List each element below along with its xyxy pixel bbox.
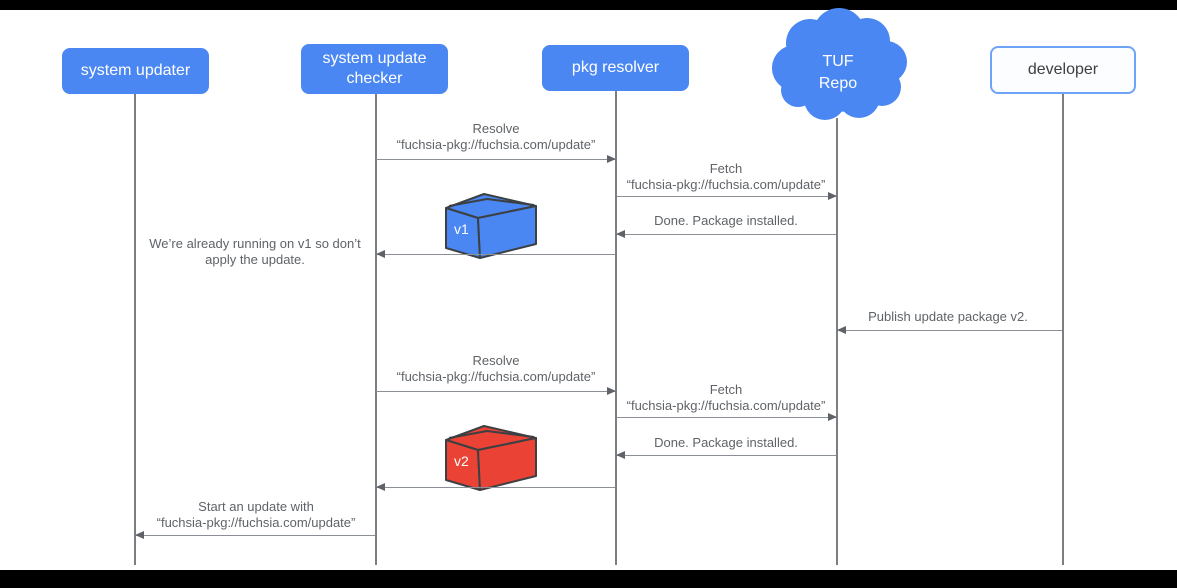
arrowhead-left-icon — [376, 483, 385, 492]
arrowhead-left-icon — [616, 451, 625, 460]
package-seam-line — [448, 430, 535, 439]
message-10-label: Start an update with “fuchsia-pkg://fuch… — [156, 499, 356, 530]
message-3-arrow — [616, 230, 836, 239]
actor-pkg-resolver: pkg resolver — [542, 45, 689, 91]
arrowhead-right-icon — [607, 387, 616, 396]
arrowhead-left-icon — [616, 230, 625, 239]
note-already-running: We’re already running on v1 so don’t app… — [149, 236, 361, 267]
message-1-arrow — [376, 155, 616, 164]
package-v2-box: v2 — [445, 425, 537, 491]
message-5-label: Publish update package v2. — [868, 309, 1028, 324]
message-6-arrow — [376, 387, 616, 396]
bottom-letterbox-bar — [0, 570, 1177, 588]
actor-tuf-repo-label-line2: Repo — [819, 75, 857, 92]
arrowhead-left-icon — [135, 531, 144, 540]
message-10-arrow — [135, 531, 375, 540]
message-7-label: Fetch “fuchsia-pkg://fuchsia.com/update” — [626, 382, 826, 413]
arrowhead-left-icon — [376, 250, 385, 259]
actor-tuf-repo-label-line1: TUF — [822, 53, 853, 70]
actor-tuf-repo-cloud: TUF Repo — [772, 8, 907, 120]
message-2-arrow — [617, 192, 837, 201]
message-8-label: Done. Package installed. — [654, 435, 798, 450]
message-7-arrow — [617, 413, 837, 422]
message-5-arrow — [837, 326, 1062, 335]
message-1-label: Resolve “fuchsia-pkg://fuchsia.com/updat… — [396, 121, 596, 152]
message-8-arrow — [616, 451, 836, 460]
lifeline-system-updater — [134, 94, 136, 565]
actor-system-update-checker: system update checker — [301, 44, 448, 94]
package-seam-line — [448, 198, 535, 207]
message-6-label: Resolve “fuchsia-pkg://fuchsia.com/updat… — [396, 353, 596, 384]
package-right-face — [477, 437, 537, 491]
actor-system-update-checker-label: system update checker — [322, 50, 427, 87]
actor-system-updater: system updater — [62, 48, 209, 94]
arrowhead-right-icon — [828, 192, 837, 201]
package-v2-label: v2 — [454, 453, 469, 469]
package-right-face — [477, 205, 537, 259]
message-3-label: Done. Package installed. — [654, 213, 798, 228]
arrowhead-right-icon — [828, 413, 837, 422]
message-9-arrow — [376, 483, 615, 492]
lifeline-system-update-checker — [375, 94, 377, 565]
package-v1-label: v1 — [454, 221, 469, 237]
lifeline-developer — [1062, 94, 1064, 565]
actor-developer-label: developer — [1027, 61, 1099, 78]
message-4-arrow — [376, 250, 615, 259]
actor-system-updater-label: system updater — [80, 62, 191, 79]
message-2-label: Fetch “fuchsia-pkg://fuchsia.com/update” — [626, 161, 826, 192]
actor-developer: developer — [990, 46, 1136, 94]
arrowhead-left-icon — [837, 326, 846, 335]
top-letterbox-bar — [0, 0, 1177, 10]
lifeline-pkg-resolver — [615, 91, 617, 565]
arrowhead-right-icon — [607, 155, 616, 164]
lifeline-tuf-repo — [836, 118, 838, 565]
package-v1-box: v1 — [445, 193, 537, 259]
actor-pkg-resolver-label: pkg resolver — [571, 59, 660, 76]
